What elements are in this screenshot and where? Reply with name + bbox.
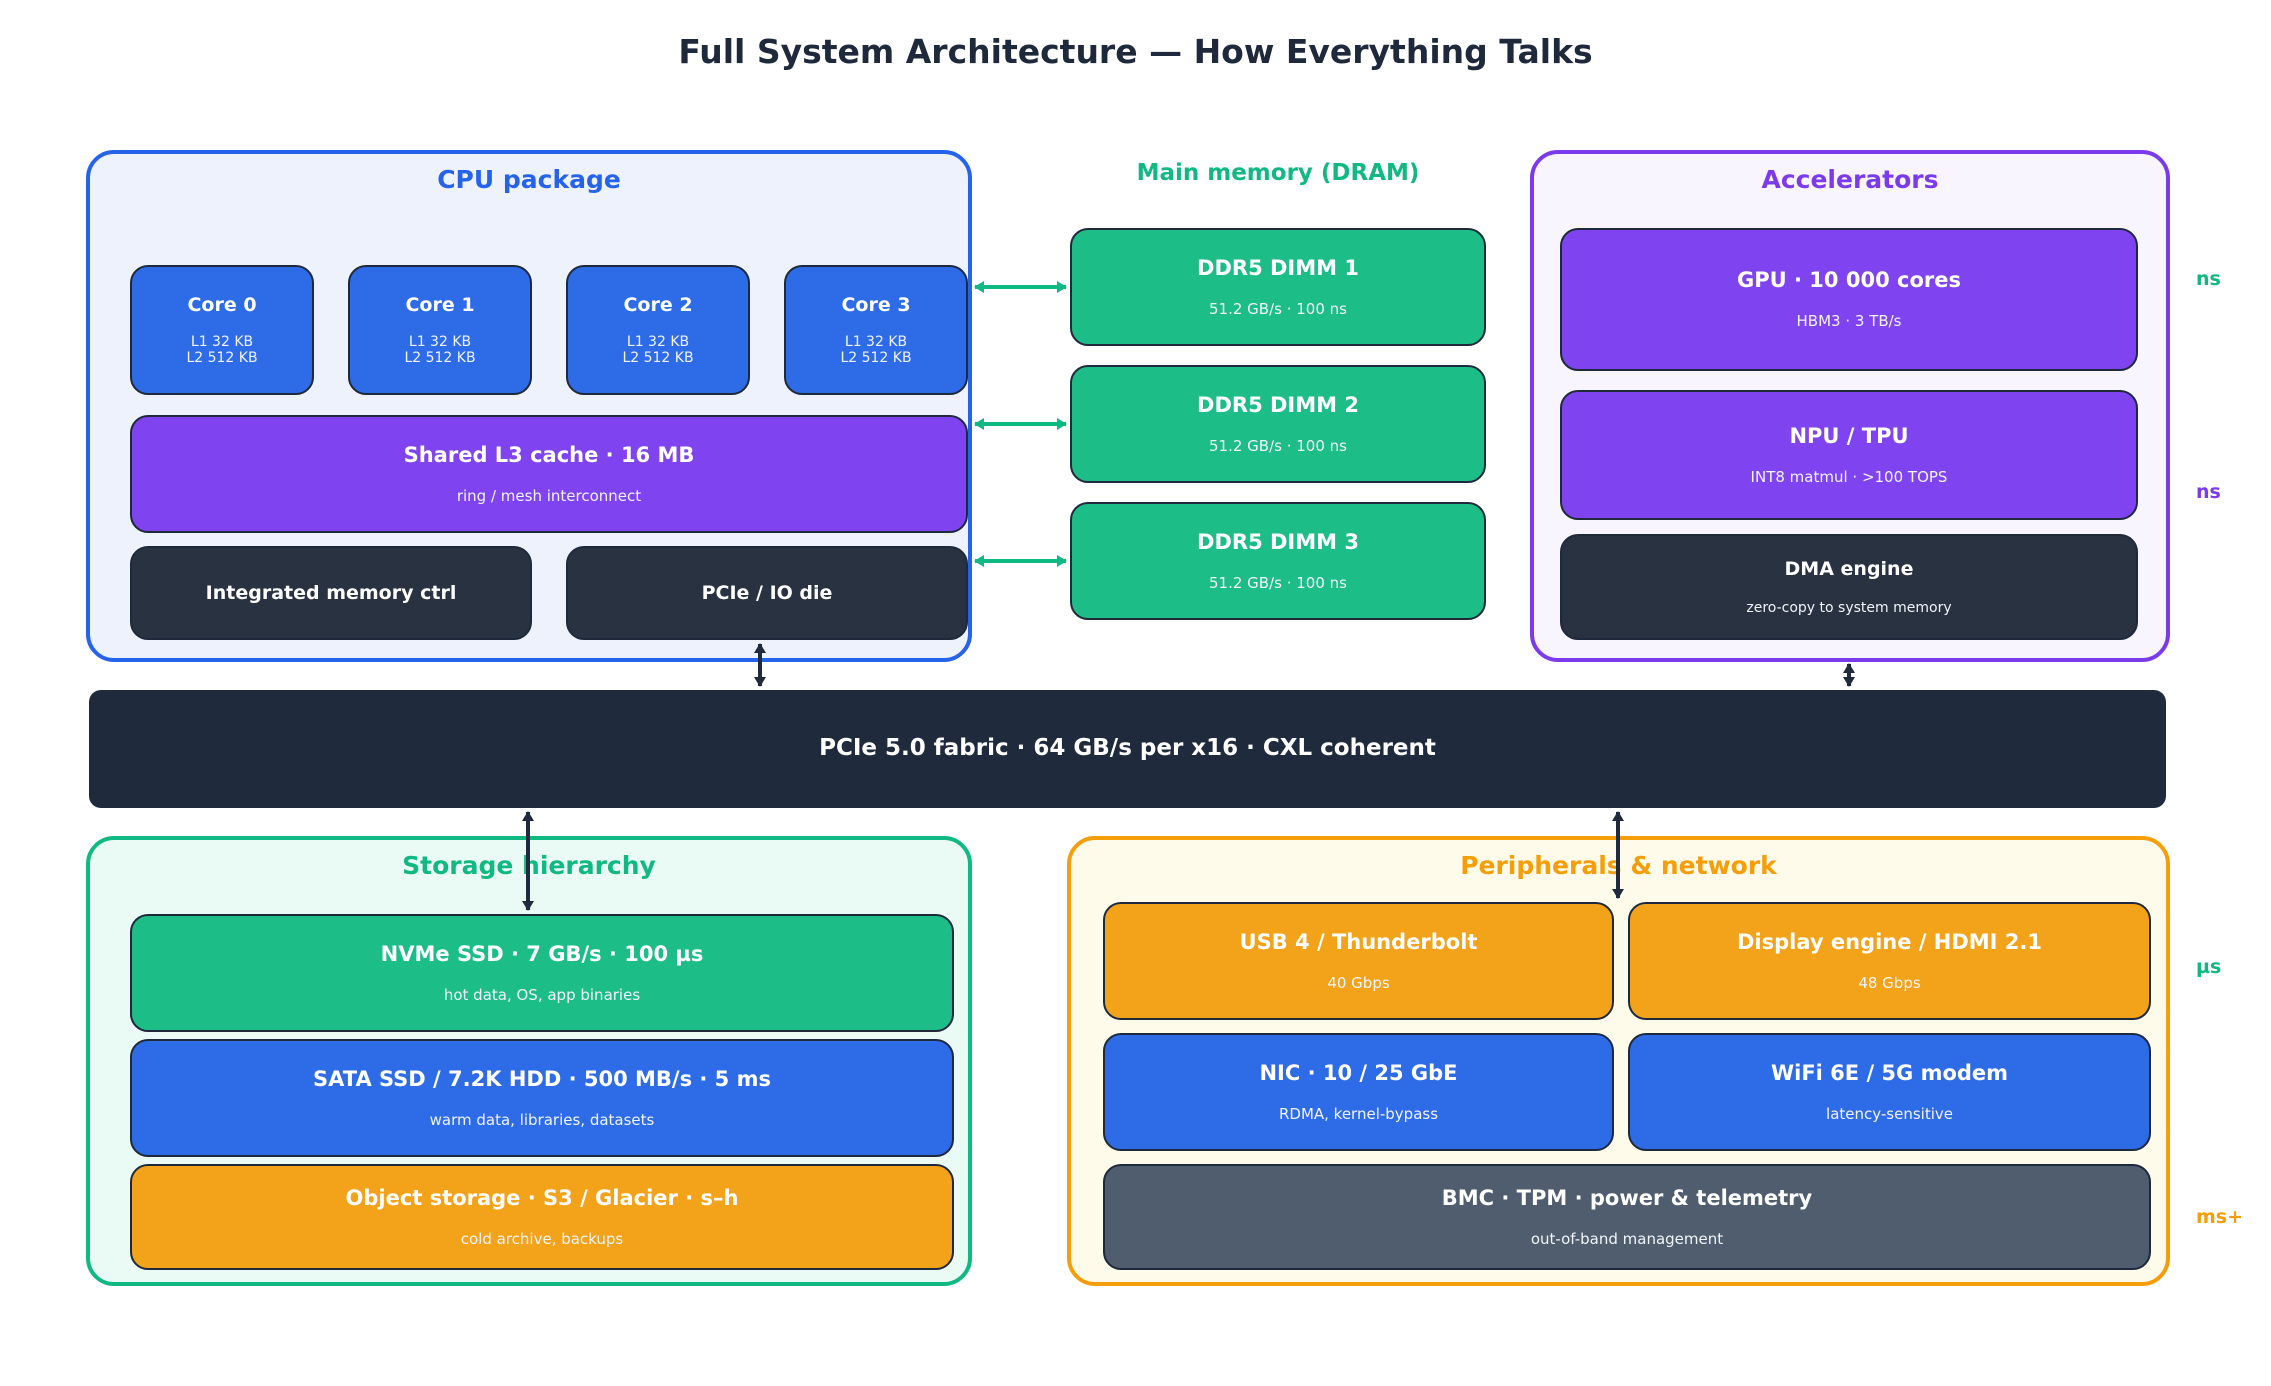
dimm-title: DDR5 DIMM 2 xyxy=(1197,392,1359,417)
cpu-package-label: CPU package xyxy=(437,165,621,194)
core-name: Core 3 xyxy=(841,293,911,316)
display-engine-hdmi: Display engine / HDMI 2.1 48 Gbps xyxy=(1628,902,2151,1020)
nic-block: NIC · 10 / 25 GbE RDMA, kernel-bypass xyxy=(1103,1033,1614,1151)
display-title: Display engine / HDMI 2.1 xyxy=(1736,929,2043,954)
nic-title: NIC · 10 / 25 GbE xyxy=(1259,1060,1458,1085)
nic-subtitle: RDMA, kernel-bypass xyxy=(1278,1104,1439,1123)
usb4-thunderbolt: USB 4 / Thunderbolt 40 Gbps xyxy=(1103,902,1614,1020)
core-0: Core 0 L1 32 KB L2 512 KB xyxy=(130,265,314,395)
storage-title: Object storage · S3 / Glacier · s–h xyxy=(345,1185,739,1210)
dimm-title: DDR5 DIMM 3 xyxy=(1197,529,1359,554)
main-memory-label: Main memory (DRAM) xyxy=(1136,160,1420,186)
core-name: Core 2 xyxy=(623,293,693,316)
storage-title: NVMe SSD · 7 GB/s · 100 µs xyxy=(380,941,704,966)
bmc-subtitle: out-of-band management xyxy=(1530,1229,1724,1248)
storage-subtitle: cold archive, backups xyxy=(460,1229,624,1248)
latency-label-accelerators: ns xyxy=(2196,481,2221,503)
storage-subtitle: hot data, OS, app binaries xyxy=(443,985,641,1004)
imc-label: Integrated memory ctrl xyxy=(205,581,457,604)
npu-subtitle: INT8 matmul · >100 TOPS xyxy=(1750,467,1948,486)
integrated-memory-controller: Integrated memory ctrl xyxy=(130,546,532,640)
display-subtitle: 48 Gbps xyxy=(1858,973,1921,992)
dimm-subtitle: 51.2 GB/s · 100 ns xyxy=(1209,573,1347,592)
latency-label-storage: µs xyxy=(2196,956,2222,978)
wifi-title: WiFi 6E / 5G modem xyxy=(1770,1060,2009,1085)
l3-subtitle: ring / mesh interconnect xyxy=(456,486,642,505)
dimm-3: DDR5 DIMM 3 51.2 GB/s · 100 ns xyxy=(1070,502,1486,620)
storage-subtitle: warm data, libraries, datasets xyxy=(429,1110,655,1129)
io-die-label: PCIe / IO die xyxy=(701,581,833,604)
dma-subtitle: zero-copy to system memory xyxy=(1746,600,1952,617)
gpu-block: GPU · 10 000 cores HBM3 · 3 TB/s xyxy=(1560,228,2138,371)
dimm-subtitle: 51.2 GB/s · 100 ns xyxy=(1209,299,1347,318)
core-name: Core 0 xyxy=(187,293,257,316)
core-2: Core 2 L1 32 KB L2 512 KB xyxy=(566,265,750,395)
npu-tpu-block: NPU / TPU INT8 matmul · >100 TOPS xyxy=(1560,390,2138,520)
core-1: Core 1 L1 32 KB L2 512 KB xyxy=(348,265,532,395)
gpu-subtitle: HBM3 · 3 TB/s xyxy=(1796,312,1902,331)
dimm-title: DDR5 DIMM 1 xyxy=(1197,255,1359,280)
wifi-5g-modem: WiFi 6E / 5G modem latency-sensitive xyxy=(1628,1033,2151,1151)
bmc-tpm-block: BMC · TPM · power & telemetry out-of-ban… xyxy=(1103,1164,2151,1270)
fabric-label: PCIe 5.0 fabric · 64 GB/s per x16 · CXL … xyxy=(819,735,1436,762)
dimm-subtitle: 51.2 GB/s · 100 ns xyxy=(1209,436,1347,455)
npu-title: NPU / TPU xyxy=(1789,423,1909,448)
nvme-ssd-tier: NVMe SSD · 7 GB/s · 100 µs hot data, OS,… xyxy=(130,914,954,1032)
dma-engine-block: DMA engine zero-copy to system memory xyxy=(1560,534,2138,640)
pcie-fabric-bar: PCIe 5.0 fabric · 64 GB/s per x16 · CXL … xyxy=(89,690,2166,808)
latency-label-peripherals: ms+ xyxy=(2196,1206,2244,1228)
sata-hdd-tier: SATA SSD / 7.2K HDD · 500 MB/s · 5 ms wa… xyxy=(130,1039,954,1157)
dimm-2: DDR5 DIMM 2 51.2 GB/s · 100 ns xyxy=(1070,365,1486,483)
pcie-io-die: PCIe / IO die xyxy=(566,546,968,640)
object-storage-tier: Object storage · S3 / Glacier · s–h cold… xyxy=(130,1164,954,1270)
dimm-1: DDR5 DIMM 1 51.2 GB/s · 100 ns xyxy=(1070,228,1486,346)
wifi-subtitle: latency-sensitive xyxy=(1826,1104,1953,1123)
page-title: Full System Architecture — How Everythin… xyxy=(678,32,1593,71)
core-cache: L1 32 KB L2 512 KB xyxy=(840,334,912,367)
core-name: Core 1 xyxy=(405,293,475,316)
core-cache: L1 32 KB L2 512 KB xyxy=(186,334,258,367)
l3-title: Shared L3 cache · 16 MB xyxy=(403,442,695,467)
usb-subtitle: 40 Gbps xyxy=(1327,973,1390,992)
core-cache: L1 32 KB L2 512 KB xyxy=(622,334,694,367)
gpu-title: GPU · 10 000 cores xyxy=(1737,268,1961,293)
accelerators-label: Accelerators xyxy=(1761,165,1939,194)
storage-title: SATA SSD / 7.2K HDD · 500 MB/s · 5 ms xyxy=(313,1066,771,1091)
latency-label-cpu: ns xyxy=(2196,268,2221,290)
core-cache: L1 32 KB L2 512 KB xyxy=(404,334,476,367)
usb-title: USB 4 / Thunderbolt xyxy=(1239,929,1478,954)
core-3: Core 3 L1 32 KB L2 512 KB xyxy=(784,265,968,395)
bmc-title: BMC · TPM · power & telemetry xyxy=(1441,1185,1813,1210)
shared-l3-cache: Shared L3 cache · 16 MB ring / mesh inte… xyxy=(130,415,968,533)
dma-title: DMA engine xyxy=(1784,557,1914,580)
